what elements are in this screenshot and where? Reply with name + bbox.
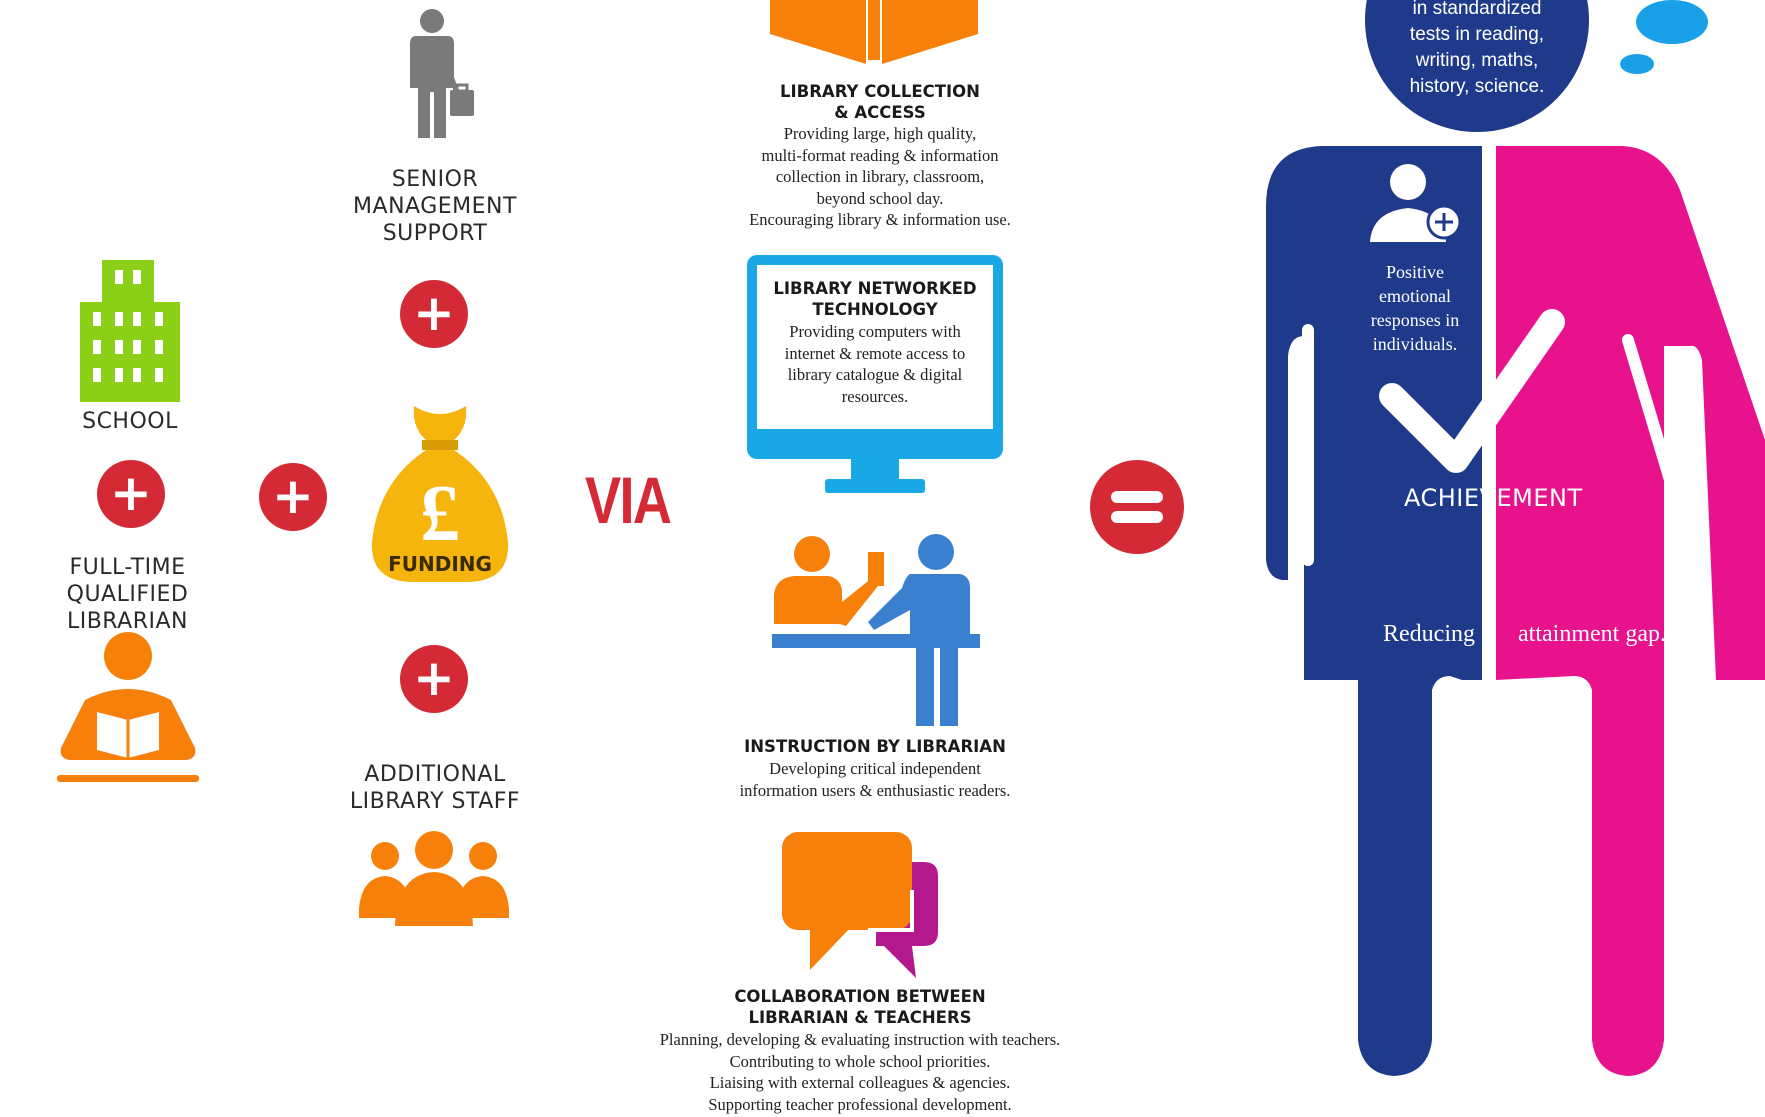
achievement-left: ACHIE: [1404, 484, 1480, 512]
thought-bubble-large: [1636, 0, 1708, 44]
collection-title: LIBRARY COLLECTION & ACCESS: [780, 82, 980, 122]
svg-text:£: £: [420, 470, 460, 558]
emotional-text: Positive emotional responses in individu…: [1370, 262, 1460, 354]
plus-icon-staff: +: [400, 645, 468, 713]
businessman-icon: [410, 9, 474, 138]
reducing-text: Reducing: [1383, 621, 1475, 647]
speech-bubbles-icon: [782, 832, 938, 978]
school-building-icon: [80, 260, 180, 402]
funding-label: FUNDING: [388, 552, 492, 576]
instruction-title: INSTRUCTION BY LIBRARIAN: [744, 737, 1006, 756]
achievement-figure: [1266, 0, 1765, 1076]
librarian-label: FULL-TIME QUALIFIED LIBRARIAN: [66, 555, 189, 634]
book-icon: [770, 0, 978, 64]
staff-group-icon: [359, 831, 509, 926]
plus-icon-funding: +: [259, 463, 327, 531]
reader-icon: [57, 632, 199, 782]
technology-description: Providing computers with internet & remo…: [784, 322, 966, 406]
technology-title: LIBRARY NETWORKED TECHNOLOGY: [773, 279, 977, 319]
via-label: VIA: [585, 463, 672, 537]
attainment-text: attainment gap.: [1518, 621, 1666, 647]
instruction-scene-icon: [772, 534, 980, 726]
achievement-right: VEMENT: [1479, 484, 1583, 512]
additional-staff-label: ADDITIONAL LIBRARY STAFF: [349, 762, 521, 814]
achievement-label: ACHIEVEMENT: [1404, 484, 1583, 512]
collaboration-description: Planning, developing & evaluating instru…: [659, 1030, 1061, 1114]
equals-icon: [1090, 460, 1184, 554]
senior-management-label: SENIOR MANAGEMENT SUPPORT: [353, 167, 517, 246]
thought-bubble-small: [1620, 54, 1654, 74]
school-label: SCHOOL: [82, 409, 178, 434]
collaboration-title: COLLABORATION BETWEEN LIBRARIAN & TEACHE…: [734, 987, 986, 1027]
plus-icon-school: +: [97, 460, 165, 528]
plus-icon-senior: +: [400, 280, 468, 348]
collection-description: Providing large, high quality, multi-for…: [749, 124, 1011, 229]
computer-monitor-icon: [747, 255, 1003, 493]
money-bag-icon: £: [371, 406, 509, 582]
instruction-description: Developing critical independent informat…: [739, 759, 1011, 800]
head-text: in standardized tests in reading, writin…: [1409, 0, 1545, 97]
